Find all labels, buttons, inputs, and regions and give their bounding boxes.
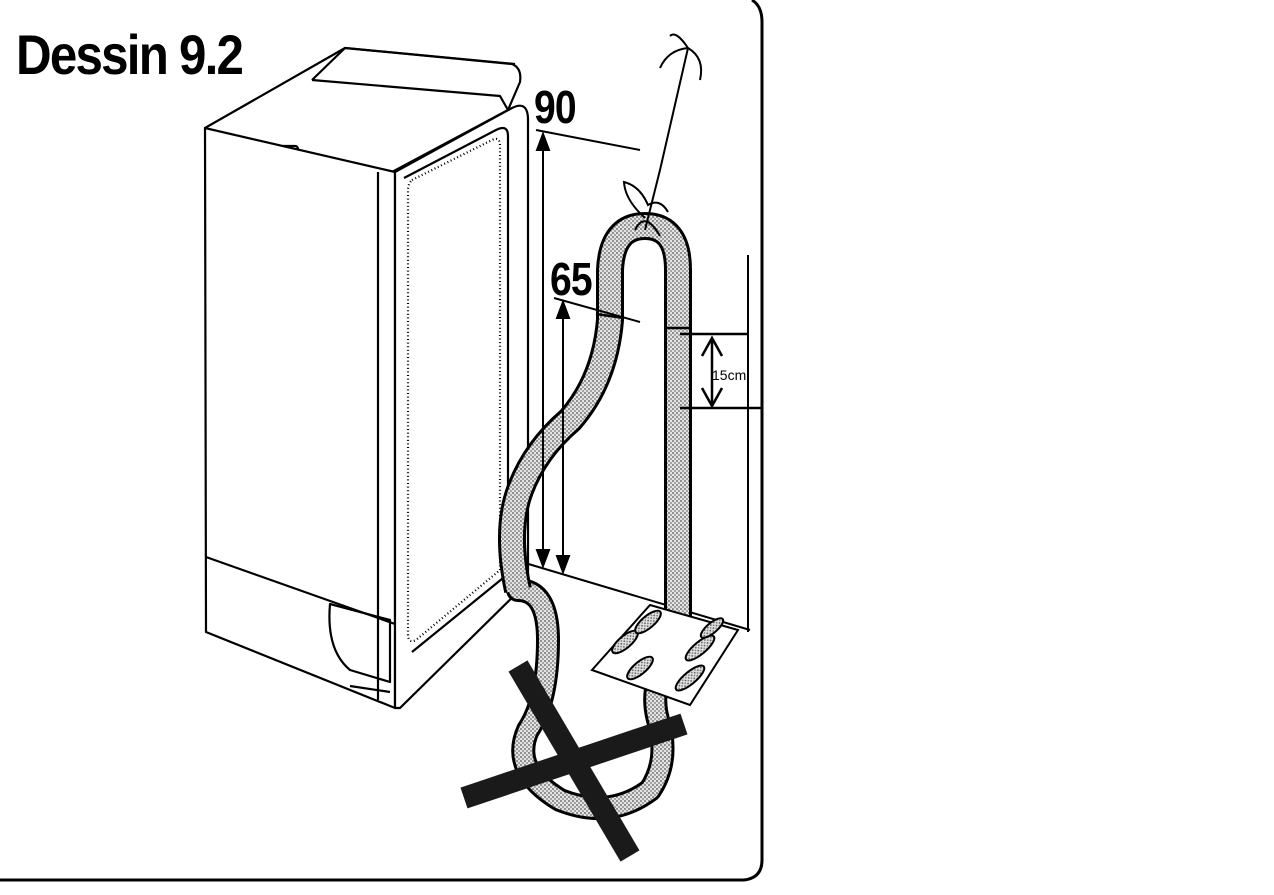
- loop-dimension-15cm: [680, 332, 762, 410]
- cross-mark-icon: [460, 660, 688, 862]
- height-dimension-90: [535, 129, 641, 569]
- floor-lines: [514, 255, 751, 632]
- height-label-90: 90: [534, 81, 577, 133]
- height-label-65: 65: [550, 253, 593, 305]
- loop-drop-label: 15cm: [712, 367, 747, 383]
- figure-title: Dessin 9.2: [16, 23, 244, 86]
- drain-hose-icon: [497, 212, 692, 632]
- height-dimension-65: [553, 297, 641, 575]
- frame-border: [0, 0, 764, 882]
- tie-string-icon: [622, 33, 703, 237]
- top-loader-washing-machine-icon: [203, 46, 530, 710]
- floor-drain-icon: [590, 603, 740, 707]
